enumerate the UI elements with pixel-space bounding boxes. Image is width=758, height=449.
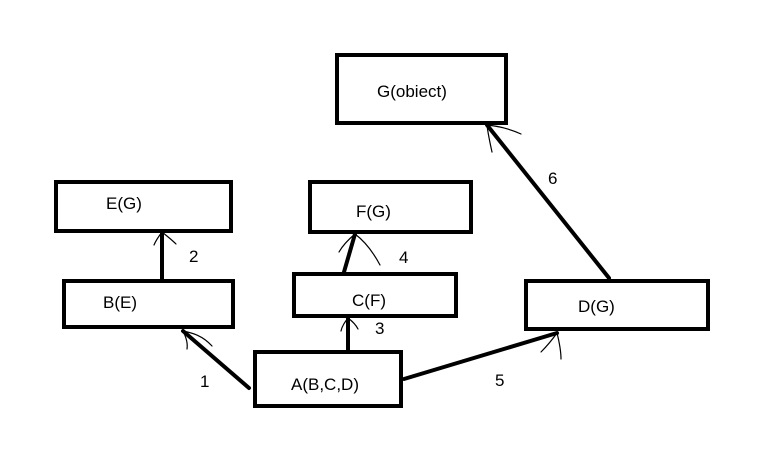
edge-label-6: 6 — [548, 169, 557, 188]
edge-label-4: 4 — [399, 248, 408, 267]
edge-3 — [340, 316, 359, 353]
edge-1 — [181, 329, 251, 390]
node-f: F(G) — [308, 180, 473, 234]
node-d: D(G) — [524, 279, 710, 331]
node-g-label: G(obiect) — [377, 82, 447, 101]
node-g: G(obiect) — [335, 53, 508, 125]
edge-label-3: 3 — [375, 319, 384, 338]
node-e-label: E(G) — [106, 194, 142, 213]
node-c-label: C(F) — [352, 291, 386, 310]
node-a-label: A(B,C,D) — [291, 375, 359, 394]
node-b: B(E) — [62, 279, 235, 329]
node-c: C(F) — [292, 272, 458, 318]
edge-6 — [485, 123, 611, 280]
node-e: E(G) — [54, 180, 233, 233]
edge-5 — [402, 331, 562, 381]
edge-label-5: 5 — [495, 371, 504, 390]
node-d-label: D(G) — [578, 297, 615, 316]
edge-label-1: 1 — [200, 372, 209, 391]
node-f-label: F(G) — [356, 202, 391, 221]
edge-4 — [338, 232, 381, 274]
edge-label-2: 2 — [189, 247, 198, 266]
node-a: A(B,C,D) — [253, 350, 403, 408]
node-b-label: B(E) — [103, 293, 137, 312]
edge-2 — [153, 230, 177, 282]
